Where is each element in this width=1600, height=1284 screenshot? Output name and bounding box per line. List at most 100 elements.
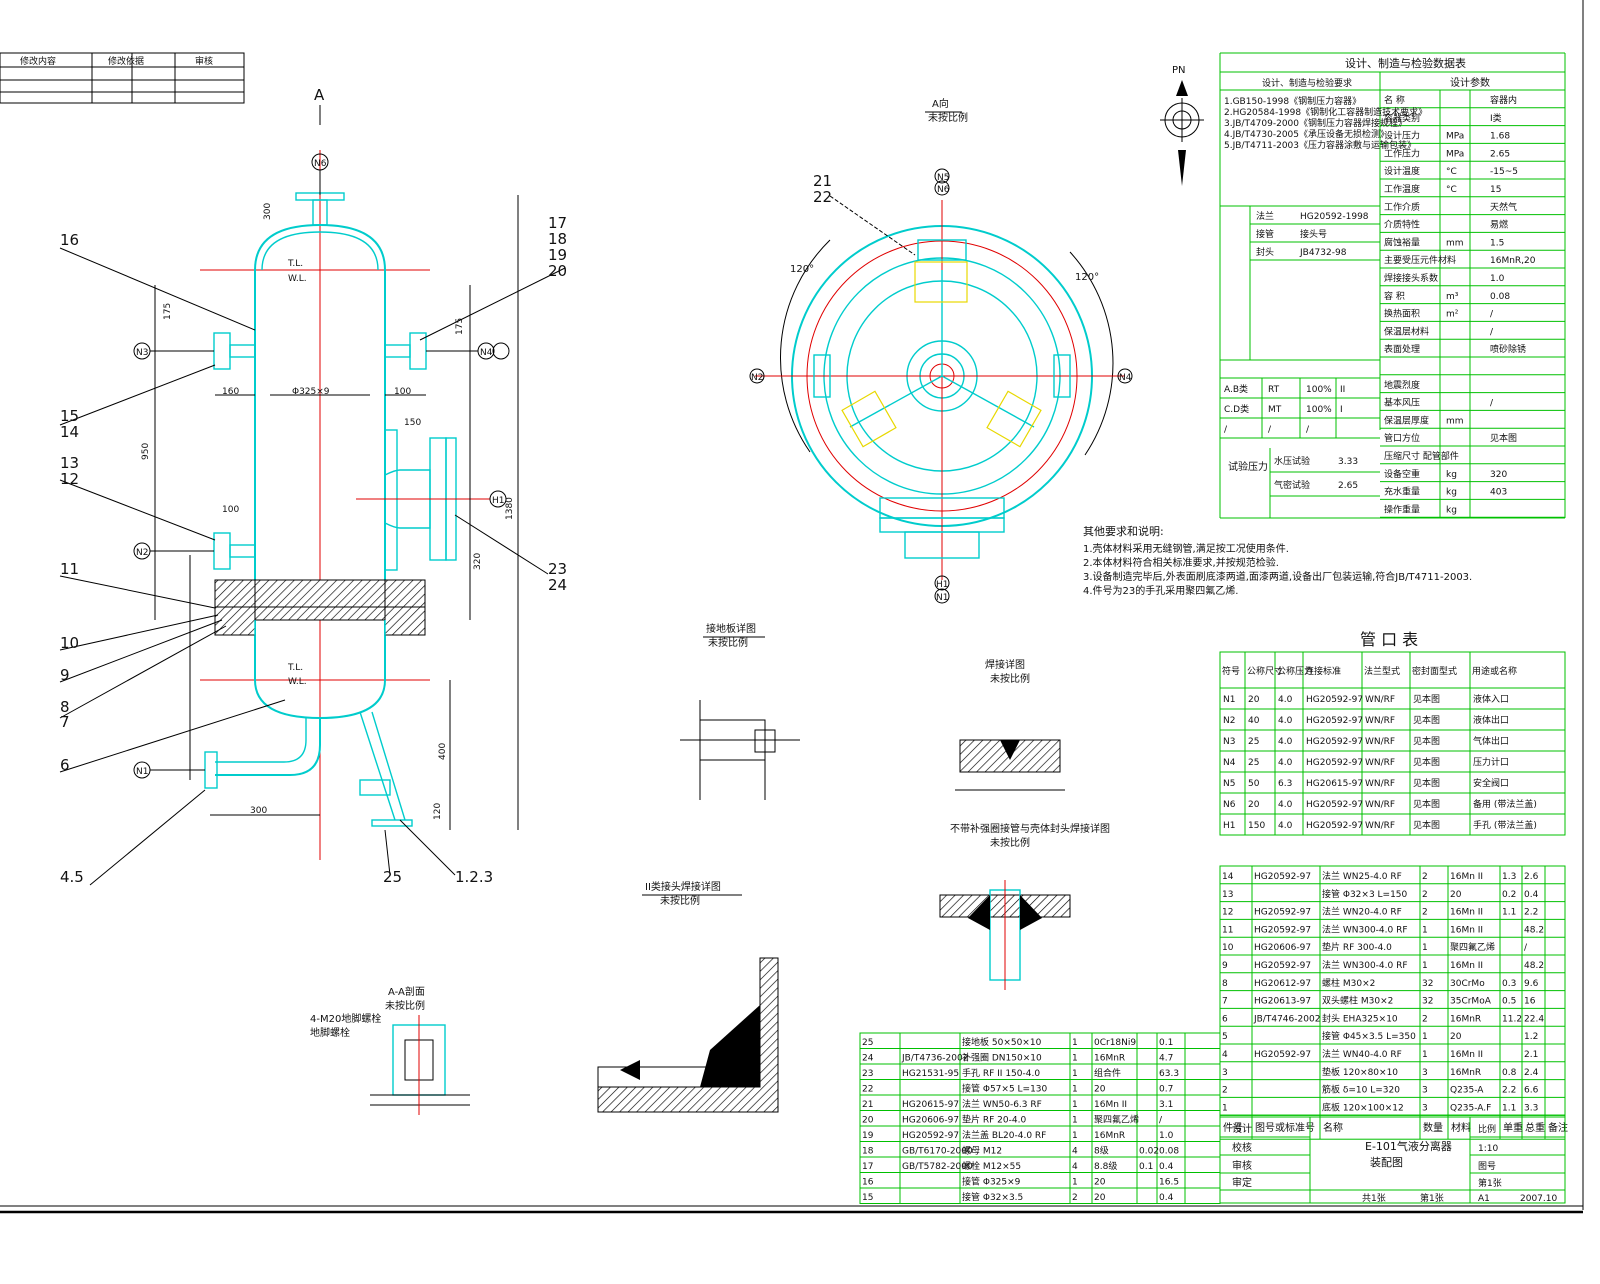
ndt-cell: I bbox=[1340, 405, 1343, 415]
part-left-cell: 0.4 bbox=[1159, 1162, 1174, 1172]
part-left-cell: 1 bbox=[1072, 1085, 1078, 1095]
part-left-cell: 24 bbox=[862, 1054, 874, 1064]
design-standard-item: 3.JB/T4709-2000《钢制压力容器焊接规程》 bbox=[1224, 117, 1407, 129]
part-right-cell: 2 bbox=[1422, 908, 1428, 918]
body-flange bbox=[214, 579, 426, 660]
part-left-cell: GB/T6170-2000 bbox=[902, 1147, 973, 1157]
role-approve: 审定 bbox=[1232, 1176, 1252, 1189]
part-right-cell: 13 bbox=[1222, 890, 1233, 900]
nozzle-cell: HG20592-97 bbox=[1306, 758, 1363, 768]
north-arrow: PN bbox=[1160, 65, 1204, 186]
part-right-cell: 螺柱 M30×2 bbox=[1322, 977, 1375, 989]
part-label-7: 7 bbox=[60, 713, 70, 731]
part-left-cell: 16MnR bbox=[1094, 1054, 1125, 1064]
parts-footer-label: 材料 bbox=[1451, 1121, 1471, 1134]
design-param-name: 腐蚀裕量 bbox=[1384, 236, 1420, 248]
part-label-23: 23 bbox=[548, 560, 567, 578]
part-left-cell: 手孔 RF II 150-4.0 bbox=[962, 1067, 1040, 1079]
design-param-value: 天然气 bbox=[1490, 201, 1517, 213]
design-param-unit: m² bbox=[1446, 310, 1459, 320]
drawing-title-1: E-101气液分离器 bbox=[1365, 1139, 1452, 1153]
part-left-cell: 21 bbox=[862, 1100, 873, 1110]
note-3: 3.设备制造完毕后,外表面刷底漆两道,面漆两道,设备出厂包装运输,符合JB/T4… bbox=[1083, 570, 1472, 583]
nozzle-cell: HG20592-97 bbox=[1306, 821, 1363, 831]
nozzle-cell: 气体出口 bbox=[1473, 735, 1509, 747]
nozzle-cell: N2 bbox=[1223, 716, 1235, 726]
part-right-cell: 16Mn II bbox=[1450, 961, 1483, 971]
svg-text:接地板详图: 接地板详图 bbox=[706, 622, 756, 635]
detail-section-aa: A-A剖面 未按比例 4-M20地脚螺栓 地脚螺栓 bbox=[310, 985, 470, 1115]
nozzle-cell: HG20592-97 bbox=[1306, 800, 1363, 810]
nozzle-cell: 见本图 bbox=[1413, 777, 1440, 789]
nozzle-cell: WN/RF bbox=[1365, 737, 1395, 747]
part-left-cell: HG20592-97 bbox=[902, 1131, 959, 1141]
nozzle-cell: WN/RF bbox=[1365, 821, 1395, 831]
part-right-cell: 2 bbox=[1222, 1086, 1228, 1096]
notes-title: 其他要求和说明: bbox=[1083, 524, 1164, 538]
nozzle-cell: 压力计口 bbox=[1473, 756, 1509, 768]
design-param-value: 喷砂除锈 bbox=[1490, 343, 1526, 355]
weld-row-name: 接管 bbox=[1256, 228, 1274, 240]
design-param-value: 2.65 bbox=[1490, 149, 1510, 159]
nozzle-header: 符号 bbox=[1222, 665, 1240, 677]
dim-175-left: 175 bbox=[163, 303, 173, 320]
part-left-cell: JB/T4736-2002 bbox=[901, 1054, 968, 1064]
part-left-cell: HG21531-95 bbox=[902, 1069, 959, 1079]
parts-footer-label: 名称 bbox=[1323, 1121, 1343, 1134]
nozzle-cell: 20 bbox=[1248, 800, 1260, 810]
part-label-6: 6 bbox=[60, 756, 70, 774]
anchor-bolt-note: 4-M20地脚螺栓 bbox=[310, 1012, 381, 1025]
part-left-cell: 20 bbox=[1094, 1178, 1106, 1188]
detail-grounding-plate: 接地板详图 未按比例 bbox=[680, 622, 800, 800]
nozzle-cell: H1 bbox=[1223, 821, 1236, 831]
design-param-unit: MPa bbox=[1446, 149, 1464, 159]
nozzle-cell: 25 bbox=[1248, 737, 1259, 747]
nozzle-cell: 20 bbox=[1248, 695, 1260, 705]
nozzle-tag-h1: H1 bbox=[492, 496, 505, 506]
nozzle-cell: N3 bbox=[1223, 737, 1235, 747]
nozzle-cell: N4 bbox=[1223, 758, 1236, 768]
part-right-cell: 筋板 δ=10 L=320 bbox=[1322, 1084, 1400, 1096]
part-right-cell: 16Mn II bbox=[1450, 1050, 1483, 1060]
part-left-cell: 螺母 M12 bbox=[962, 1146, 1002, 1157]
part-right-cell: 0.5 bbox=[1502, 997, 1516, 1007]
dim-300-bottom: 300 bbox=[250, 806, 267, 816]
tb-bottom-2: 第1张 bbox=[1420, 1192, 1444, 1204]
part-right-cell: 6 bbox=[1222, 1014, 1228, 1024]
part-left-cell: 1 bbox=[1072, 1131, 1078, 1141]
part-right-cell: HG20592-97 bbox=[1254, 872, 1311, 882]
part-right-cell: Q235-A bbox=[1450, 1086, 1484, 1096]
drawing-title-2: 装配图 bbox=[1370, 1156, 1403, 1169]
design-param-name: 设计温度 bbox=[1384, 165, 1420, 177]
design-param-value: 403 bbox=[1490, 488, 1507, 498]
design-param-value: 320 bbox=[1490, 470, 1507, 480]
design-param-value: 1.5 bbox=[1490, 238, 1504, 248]
ndt-cell: C.D类 bbox=[1224, 403, 1249, 415]
part-left-cell: 0.7 bbox=[1159, 1085, 1173, 1095]
part-right-cell: 0.3 bbox=[1502, 979, 1516, 989]
design-param-unit: kg bbox=[1446, 470, 1457, 480]
design-param-value: 15 bbox=[1490, 185, 1501, 195]
part-right-cell: 2 bbox=[1422, 890, 1428, 900]
nozzle-tag-n2: N2 bbox=[136, 548, 148, 558]
part-label-25: 25 bbox=[383, 868, 402, 886]
part-label-10: 10 bbox=[60, 634, 79, 652]
nozzle-tag-n6 bbox=[311, 153, 329, 171]
part-left-cell: 25 bbox=[862, 1038, 873, 1048]
part-label-24: 24 bbox=[548, 576, 567, 594]
test-value: 3.33 bbox=[1338, 457, 1358, 467]
design-param-name: 压缩尺寸 配管部件 bbox=[1384, 450, 1459, 462]
part-right-cell: 1.3 bbox=[1502, 872, 1516, 882]
revision-header-basis: 修改依据 bbox=[108, 55, 144, 67]
top-view-scale: 未按比例 bbox=[928, 111, 968, 124]
dim-1380: 1380 bbox=[505, 497, 515, 520]
part-left-cell: 22 bbox=[862, 1085, 873, 1095]
part-right-cell: 1.1 bbox=[1502, 1103, 1516, 1113]
parts-footer-label: 单重 bbox=[1503, 1121, 1523, 1134]
nozzle-cell: HG20592-97 bbox=[1306, 737, 1363, 747]
part-right-cell: 32 bbox=[1422, 979, 1433, 989]
support-leg bbox=[359, 711, 406, 821]
part-right-cell: Q235-A.F bbox=[1450, 1103, 1491, 1113]
